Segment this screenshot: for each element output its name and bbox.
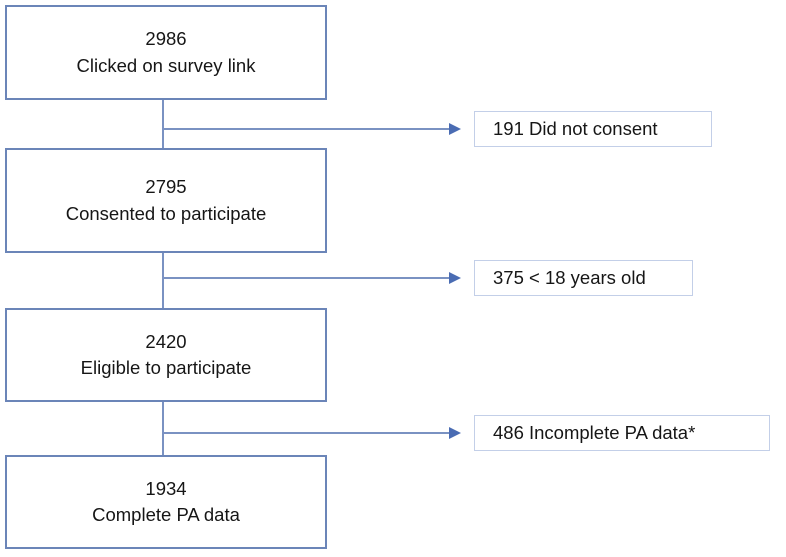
connector-line-consented-to-eligible	[162, 253, 164, 308]
arrow-head-icon	[449, 123, 461, 135]
exclusion-node-underage[interactable]: 375 < 18 years old	[474, 260, 693, 296]
exclusion-node-incomplete-pa-data[interactable]: 486 Incomplete PA data*	[474, 415, 770, 451]
flow-node-complete-pa-data[interactable]: 1934 Complete PA data	[5, 455, 327, 549]
flow-node-count: 2795	[145, 176, 187, 198]
exclusion-arrow-line-did-not-consent	[163, 128, 451, 130]
exclusion-node-label: 191 Did not consent	[493, 118, 658, 139]
flow-node-count: 2420	[145, 330, 187, 352]
flow-node-count: 1934	[145, 477, 187, 499]
flow-node-consented-to-participate[interactable]: 2795 Consented to participate	[5, 148, 327, 253]
flow-node-eligible-to-participate[interactable]: 2420 Eligible to participate	[5, 308, 327, 402]
flow-node-label: Consented to participate	[65, 202, 267, 224]
exclusion-node-label: 375 < 18 years old	[493, 267, 646, 288]
flow-node-label: Eligible to participate	[80, 357, 252, 378]
arrow-head-icon	[449, 427, 461, 439]
connector-line-clicked-to-consented	[162, 100, 164, 148]
exclusion-arrow-line-incomplete-pa-data	[163, 432, 451, 434]
exclusion-arrow-line-underage	[163, 277, 451, 279]
connector-line-eligible-to-complete	[162, 402, 164, 455]
exclusion-node-did-not-consent[interactable]: 191 Did not consent	[474, 111, 712, 147]
flow-node-label: Complete PA data	[92, 504, 240, 525]
flow-node-clicked-survey-link[interactable]: 2986 Clicked on survey link	[5, 5, 327, 100]
exclusion-node-label: 486 Incomplete PA data*	[493, 422, 696, 443]
flow-node-count: 2986	[145, 28, 187, 50]
flow-node-label: Clicked on survey link	[76, 54, 256, 76]
arrow-head-icon	[449, 272, 461, 284]
